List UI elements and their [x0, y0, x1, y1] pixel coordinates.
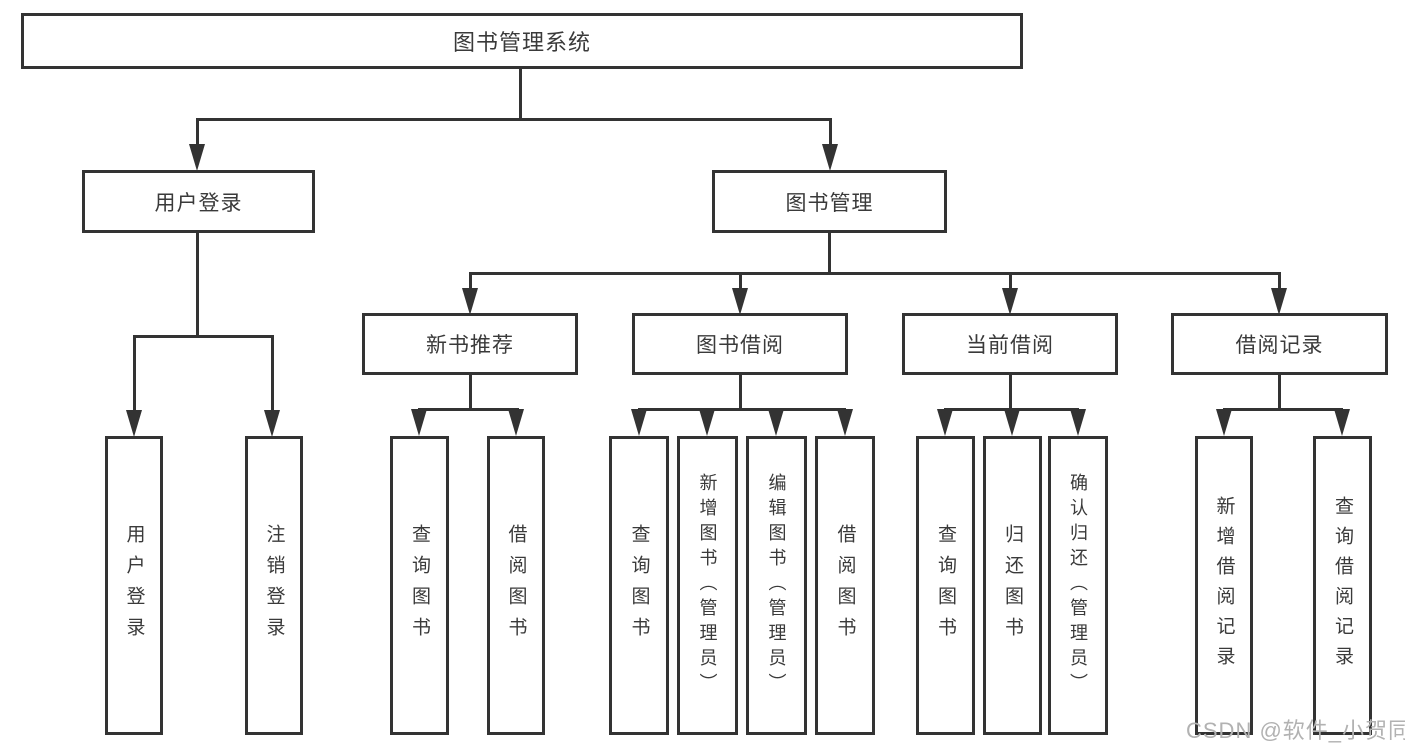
arrow-down-icon — [508, 409, 524, 436]
connector-line — [271, 335, 274, 412]
connector-line — [1278, 272, 1281, 291]
arrow-down-icon — [189, 144, 205, 171]
arrow-down-icon — [937, 409, 953, 436]
node-label: 新书推荐 — [426, 334, 514, 357]
node-label: 当前借阅 — [966, 334, 1054, 357]
arrow-down-icon — [732, 288, 748, 315]
leaf-query-borrow-record: 查询借阅记录 — [1313, 436, 1372, 735]
node-label: 编辑图书（管理员） — [766, 473, 787, 698]
connector-line — [739, 375, 742, 410]
node-book-management: 图书管理 — [712, 170, 947, 233]
leaf-borrow-book-2: 借阅图书 — [815, 436, 875, 735]
leaf-add-book-admin: 新增图书（管理员） — [677, 436, 738, 735]
connector-line — [133, 335, 136, 412]
node-user-login: 用户登录 — [82, 170, 315, 233]
connector-line — [638, 408, 846, 411]
connector-line — [196, 118, 199, 147]
node-label: 查询借阅记录 — [1332, 495, 1353, 676]
leaf-user-login: 用户登录 — [105, 436, 163, 735]
node-label: 借阅图书 — [505, 523, 527, 648]
node-current-borrow: 当前借阅 — [902, 313, 1118, 375]
arrow-down-icon — [837, 409, 853, 436]
arrow-down-icon — [699, 409, 715, 436]
node-label: 借阅图书 — [834, 523, 856, 648]
leaf-add-borrow-record: 新增借阅记录 — [1195, 436, 1253, 735]
connector-line — [469, 272, 472, 291]
node-root: 图书管理系统 — [21, 13, 1023, 69]
node-label: 图书管理 — [785, 191, 874, 215]
arrow-down-icon — [631, 409, 647, 436]
node-book-borrow: 图书借阅 — [632, 313, 848, 375]
leaf-borrow-book-1: 借阅图书 — [487, 436, 545, 735]
arrow-down-icon — [126, 410, 142, 437]
connector-line — [418, 408, 519, 411]
connector-line — [196, 233, 199, 337]
arrow-down-icon — [1004, 409, 1020, 436]
connector-line — [133, 335, 274, 338]
connector-line — [1278, 375, 1281, 410]
node-label: 新增借阅记录 — [1213, 495, 1235, 676]
node-label: 借阅记录 — [1235, 334, 1324, 357]
node-label: 图书借阅 — [696, 334, 784, 357]
node-label: 新增图书（管理员） — [697, 473, 718, 698]
node-label: 归还图书 — [1002, 523, 1023, 648]
connector-line — [519, 69, 522, 120]
node-label: 查询图书 — [409, 523, 430, 648]
node-label: 用户登录 — [154, 191, 243, 215]
arrow-down-icon — [264, 410, 280, 437]
connector-line — [469, 375, 472, 410]
arrow-down-icon — [1070, 409, 1086, 436]
leaf-query-book-1: 查询图书 — [390, 436, 449, 735]
connector-line — [829, 118, 832, 147]
node-new-book-recommend: 新书推荐 — [362, 313, 578, 375]
node-label: 查询图书 — [628, 523, 650, 648]
leaf-logout: 注销登录 — [245, 436, 303, 735]
connector-line — [739, 272, 742, 291]
connector-line — [1009, 272, 1012, 291]
leaf-query-book-3: 查询图书 — [916, 436, 975, 735]
node-label: 查询图书 — [935, 523, 956, 648]
connector-line — [1223, 408, 1343, 411]
arrow-down-icon — [411, 409, 427, 436]
leaf-confirm-return-admin: 确认归还（管理员） — [1048, 436, 1108, 735]
connector-line — [196, 118, 832, 121]
leaf-return-book: 归还图书 — [983, 436, 1042, 735]
leaf-query-book-2: 查询图书 — [609, 436, 669, 735]
node-label: 注销登录 — [263, 523, 285, 648]
node-label: 确认归还（管理员） — [1068, 473, 1088, 698]
csdn-watermark: CSDN @软件_小贺同学 — [1186, 718, 1405, 743]
arrow-down-icon — [1271, 288, 1287, 315]
connector-line — [469, 272, 1281, 275]
arrow-down-icon — [1334, 409, 1350, 436]
leaf-edit-book-admin: 编辑图书（管理员） — [746, 436, 807, 735]
arrow-down-icon — [462, 288, 478, 315]
arrow-down-icon — [822, 144, 838, 171]
node-label: 图书管理系统 — [452, 30, 591, 55]
arrow-down-icon — [768, 409, 784, 436]
node-label: 用户登录 — [123, 523, 145, 648]
node-borrow-record: 借阅记录 — [1171, 313, 1388, 375]
connector-line — [828, 233, 831, 274]
arrow-down-icon — [1216, 409, 1232, 436]
connector-line — [1009, 375, 1012, 410]
arrow-down-icon — [1002, 288, 1018, 315]
